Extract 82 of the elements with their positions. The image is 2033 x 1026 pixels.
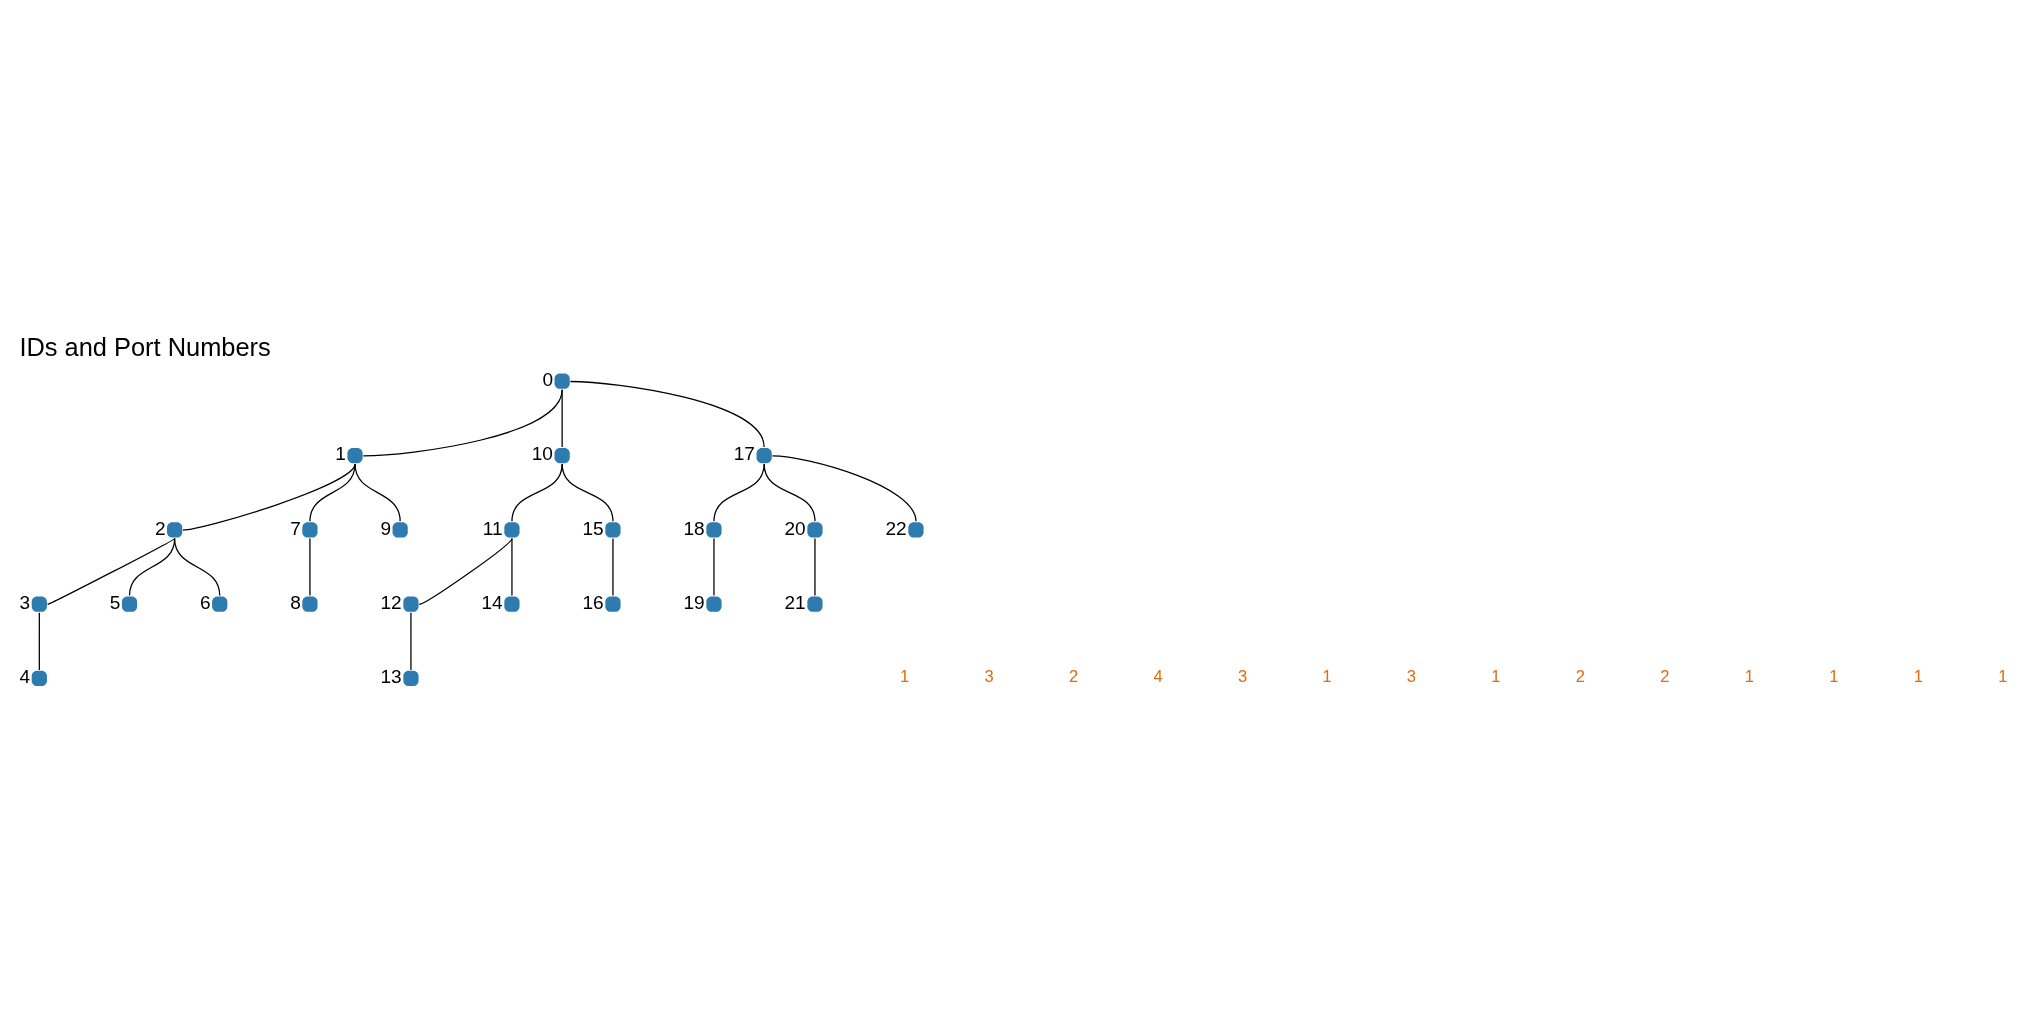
connector [511, 463, 563, 522]
connector [354, 463, 401, 522]
connector [713, 537, 715, 597]
node-label: 10 [531, 443, 553, 465]
node-circle [554, 373, 570, 389]
label: 3 [1406, 667, 1417, 686]
label: 2 [1068, 667, 1079, 686]
node-label: 5 [109, 591, 121, 613]
label: 1 [1744, 667, 1755, 686]
node-label: 4 [19, 666, 31, 688]
label: 3 [1237, 667, 1248, 686]
node-label: 2 [154, 517, 166, 539]
node-circle [706, 596, 722, 612]
label: 1 [1322, 667, 1332, 686]
label: 3 [984, 667, 994, 686]
node-circle [554, 447, 570, 464]
label: 2 [1660, 667, 1670, 686]
connector [309, 537, 311, 597]
node-circle [605, 522, 621, 538]
node-circle [31, 670, 47, 687]
node-circle [605, 596, 621, 612]
node-circle [302, 522, 318, 538]
node-label: 13 [380, 666, 402, 688]
node-label: 11 [482, 517, 503, 539]
node-circle [31, 596, 47, 612]
node-circle [403, 596, 419, 612]
node-circle [403, 670, 419, 687]
node-circle [807, 596, 823, 612]
node-circle [807, 522, 823, 538]
node-label: 14 [481, 591, 503, 613]
node-label: 22 [885, 517, 907, 539]
node-label: 8 [290, 591, 301, 613]
node-circle [908, 522, 924, 538]
node-circle [121, 596, 138, 612]
node-label: 7 [290, 517, 301, 539]
node-label: 1 [335, 443, 346, 465]
connector [771, 455, 917, 522]
node-label: 0 [542, 368, 554, 390]
node-circle [347, 447, 363, 464]
node-label: 20 [784, 517, 806, 539]
label: 4 [1153, 667, 1163, 686]
node-circle [167, 522, 183, 538]
connector [418, 537, 513, 606]
connector [511, 537, 513, 597]
connector [410, 612, 412, 671]
connector [612, 537, 614, 597]
connector [569, 380, 765, 448]
connector [309, 463, 356, 522]
connector [182, 463, 356, 531]
connector [174, 537, 221, 597]
connector [561, 389, 563, 448]
node-circle [756, 447, 772, 464]
node-label: 3 [19, 591, 31, 613]
connector [46, 537, 176, 606]
node-circle [392, 522, 408, 538]
node-label: 18 [683, 517, 705, 539]
node-label: 15 [582, 517, 604, 539]
label: 1 [1913, 667, 1923, 686]
node-circle [302, 596, 318, 612]
connector [362, 389, 563, 457]
connector [814, 537, 816, 597]
label: 1 [1829, 667, 1839, 686]
node-label: 12 [380, 591, 402, 613]
node-label: 9 [380, 517, 392, 539]
node-label: 17 [733, 443, 755, 465]
node-label: 19 [683, 591, 705, 613]
node-circle [212, 596, 228, 612]
node-circle [504, 596, 520, 612]
connector [38, 612, 40, 671]
label: 1 [1998, 667, 2008, 686]
node-circle [706, 522, 722, 538]
label: 1 [1491, 667, 1501, 686]
diagram-title: IDs and Port Numbers [19, 333, 271, 362]
connector [561, 463, 614, 522]
label: 2 [1575, 667, 1586, 686]
node-label: 16 [582, 591, 604, 613]
node-circle [504, 522, 520, 538]
label: 1 [899, 667, 910, 686]
node-label: 6 [200, 591, 211, 613]
connector [713, 463, 765, 522]
connector [763, 463, 816, 522]
node-label: 21 [784, 591, 806, 613]
